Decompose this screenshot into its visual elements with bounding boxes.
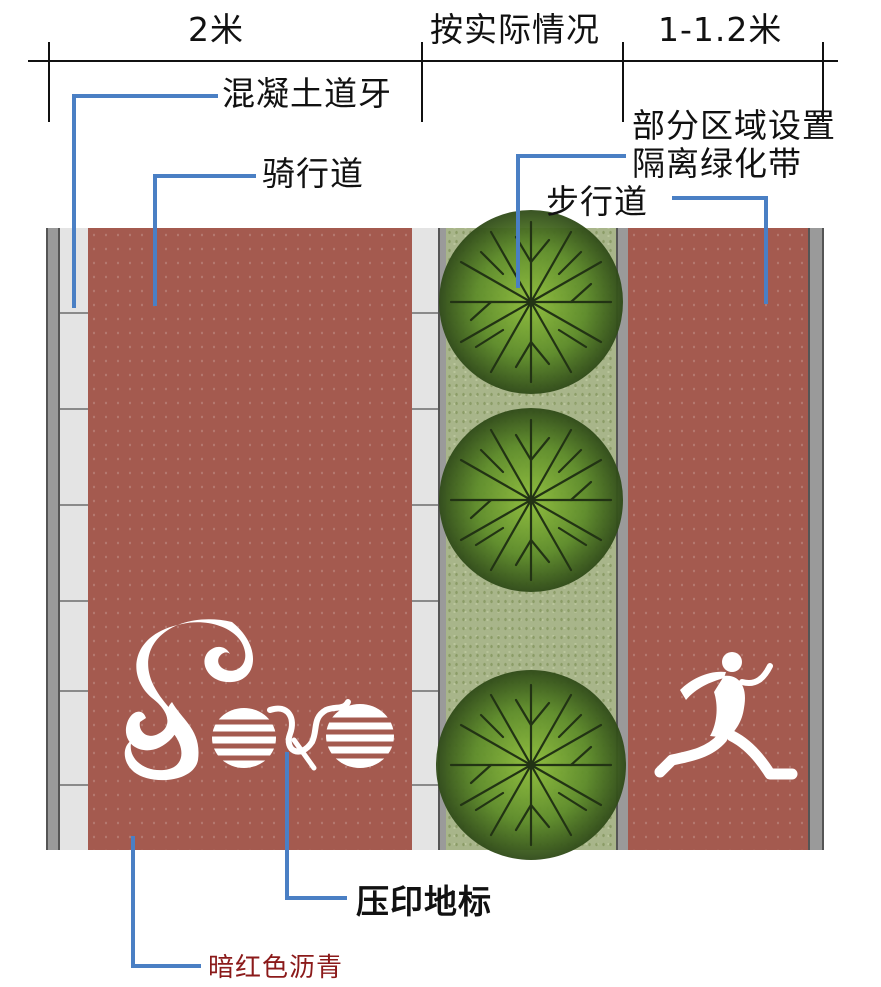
asphalt-leader-h (131, 964, 201, 968)
walk-width-label: 1-1.2米 (658, 10, 783, 49)
walk-leader-h (672, 196, 766, 200)
bike-lane-label: 骑行道 (262, 154, 364, 193)
marking-leader-v (285, 752, 289, 900)
median-note-label: 部分区域设置 (632, 106, 836, 145)
walk-lane-label: 步行道 (546, 182, 648, 221)
marking-label: 压印地标 (356, 882, 492, 921)
asphalt-label: 暗红色沥青 (208, 953, 344, 983)
walk-leader-v (764, 196, 768, 304)
left-edge-rail (46, 228, 60, 850)
median-leader-v (516, 154, 520, 288)
asphalt-leader-v (131, 836, 135, 968)
tree-canopy-icon (436, 670, 626, 860)
left-curb (60, 228, 88, 850)
dimension-tick-left (48, 42, 50, 122)
curb-leader-v (72, 94, 76, 308)
median-label: 隔离绿化带 (632, 144, 802, 183)
median-leader-h (516, 154, 626, 158)
right-edge-rail (808, 228, 824, 850)
tree-canopy-icon (439, 408, 623, 592)
bike-width-label: 2米 (188, 10, 244, 49)
median-width-label: 按实际情况 (430, 10, 600, 49)
bike-leader-h (153, 174, 256, 178)
tree-canopy-icon (439, 210, 623, 394)
dimension-tick-mid2 (622, 42, 624, 122)
curb-leader-h (72, 94, 218, 98)
dimension-tick-right (822, 42, 824, 122)
dimension-line (28, 60, 838, 62)
runner-stencil-icon (654, 652, 798, 780)
dimension-tick-mid1 (421, 42, 423, 122)
bike-leader-v (153, 174, 157, 306)
tree-canopies (436, 210, 626, 860)
median-curb (412, 228, 438, 850)
marking-leader-h (285, 896, 347, 900)
curb-label: 混凝土道牙 (222, 74, 392, 113)
bicycle-stencil-icon (124, 619, 402, 781)
